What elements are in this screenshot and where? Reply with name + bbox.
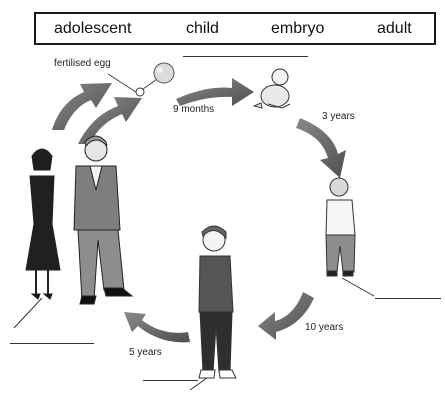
adult-man-figure (73, 135, 134, 305)
label-5-years: 5 years (129, 347, 162, 358)
label-9-months: 9 months (173, 104, 215, 115)
arrow-adult-to-egg-2 (78, 97, 142, 144)
baby-figure (252, 68, 291, 109)
fertilised-egg-icon (107, 73, 157, 97)
embryo-icon (153, 62, 175, 84)
word-child[interactable]: child (186, 20, 219, 37)
adolescent-figure (198, 225, 237, 379)
arrow-child-to-adolescent (258, 292, 314, 340)
arrow-adult-to-egg-1 (52, 83, 112, 130)
answer-line-child[interactable] (375, 298, 441, 299)
arrow-baby-to-child (296, 118, 346, 178)
word-embryo[interactable]: embryo (271, 20, 325, 37)
answer-line-adult[interactable] (10, 343, 94, 344)
label-10-years: 10 years (305, 322, 344, 333)
word-adolescent[interactable]: adolescent (54, 20, 132, 37)
adult-woman-figure (25, 148, 61, 300)
answer-line-embryo[interactable] (183, 56, 308, 57)
pointer-lines (13, 277, 375, 391)
word-adult[interactable]: adult (377, 20, 412, 37)
arrow-embryo-to-baby (176, 78, 254, 106)
child-figure (325, 177, 356, 277)
arrow-adolescent-to-adult (124, 312, 190, 343)
answer-line-adolescent[interactable] (143, 380, 198, 381)
label-3-years: 3 years (322, 111, 355, 122)
label-fertilised-egg: fertilised egg (54, 58, 111, 69)
word-bank: adolescent child embryo adult (34, 12, 436, 45)
